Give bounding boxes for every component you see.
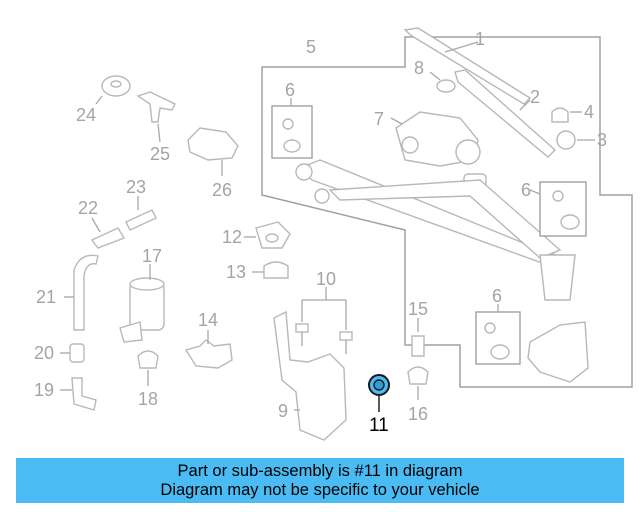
wiper-arm (454, 69, 557, 158)
callout-4: 4 (584, 102, 594, 122)
assembly-outline (261, 36, 633, 388)
grommet-box-left (271, 98, 313, 159)
cap-13 (252, 261, 289, 279)
callout-21: 21 (36, 287, 56, 307)
hose-21 (64, 254, 99, 331)
wiper-linkage (295, 159, 576, 301)
nozzle-26 (187, 127, 239, 176)
info-banner: Part or sub-assembly is #11 in diagram D… (16, 458, 624, 503)
callout-25: 25 (150, 144, 170, 164)
parts-diagram: 1 2 3 4 5 6 6 6 7 8 9 10 11 12 13 14 15 … (34, 27, 633, 441)
callout-17: 17 (142, 246, 162, 266)
bracket-14 (184, 330, 233, 369)
wiper-blade (403, 27, 532, 105)
callout-16: 16 (408, 404, 428, 424)
connector-22 (90, 217, 126, 249)
clip-12 (244, 221, 291, 249)
nut-part (556, 130, 595, 150)
callout-11: 11 (369, 415, 389, 436)
grommet-box-right (529, 181, 587, 237)
callout-23: 23 (126, 177, 146, 197)
banner-line-1: Part or sub-assembly is #11 in diagram (177, 462, 463, 480)
elbow-19 (60, 377, 97, 411)
grommet-24 (95, 75, 131, 105)
callout-6-left: 6 (285, 80, 295, 100)
washer-reservoir (273, 310, 347, 441)
callout-19: 19 (34, 380, 54, 400)
callout-3: 3 (597, 130, 607, 150)
grommet-box-bottom (475, 304, 521, 365)
callout-7: 7 (374, 109, 384, 129)
callout-8: 8 (414, 58, 424, 78)
callout-12: 12 (222, 227, 242, 247)
grommet-16 (407, 366, 429, 400)
callout-10: 10 (316, 269, 336, 289)
bolts-10 (295, 287, 353, 354)
connector-23 (125, 196, 157, 231)
washer-part (429, 71, 456, 93)
callout-9: 9 (278, 401, 288, 421)
cap-part (551, 107, 582, 123)
callout-14: 14 (198, 310, 218, 330)
callout-1: 1 (475, 29, 485, 49)
callout-20: 20 (34, 343, 54, 363)
grommet-11-highlighted (368, 374, 390, 412)
bracket-25 (136, 91, 176, 143)
callout-6-right: 6 (521, 180, 531, 200)
callout-24: 24 (76, 105, 96, 125)
linkage-bracket (527, 321, 589, 383)
callout-2: 2 (530, 87, 540, 107)
wiper-motor (390, 111, 481, 167)
fitting-20 (60, 343, 85, 363)
pump-17 (119, 264, 165, 343)
callout-15: 15 (408, 299, 428, 319)
grommet-18 (137, 350, 159, 386)
callout-5: 5 (306, 37, 316, 57)
callout-6-bottom: 6 (492, 286, 502, 306)
callout-18: 18 (138, 389, 158, 409)
callout-26: 26 (212, 180, 232, 200)
callout-13: 13 (226, 262, 246, 282)
callout-22: 22 (78, 198, 98, 218)
banner-line-2: Diagram may not be specific to your vehi… (160, 481, 480, 499)
bolt-15 (411, 318, 425, 357)
